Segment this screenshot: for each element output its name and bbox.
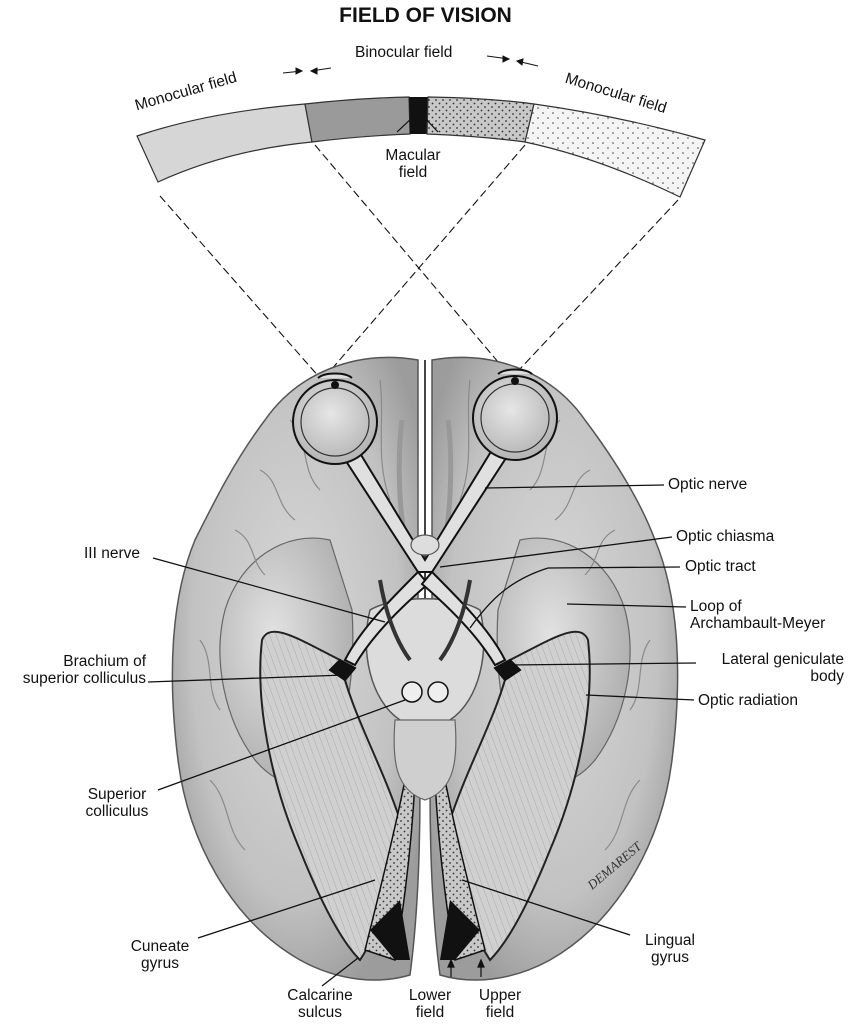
label-optic-tract: Optic tract bbox=[685, 558, 756, 575]
macular-pointer-lines bbox=[396, 115, 439, 133]
macular-band bbox=[409, 97, 428, 134]
binocular-field-arrows bbox=[282, 55, 539, 75]
leader-calcarine bbox=[321, 957, 359, 987]
leader-optic-radiation bbox=[585, 694, 695, 701]
leader-loop bbox=[566, 603, 687, 608]
left-optic-radiation bbox=[259, 630, 402, 962]
leader-optic-nerve bbox=[484, 484, 665, 489]
monocular-field-right-band bbox=[524, 103, 706, 198]
visual-field-arc bbox=[136, 96, 706, 198]
right-optic-radiation bbox=[448, 630, 591, 962]
label-optic-chiasma: Optic chiasma bbox=[676, 528, 775, 545]
projection-lines bbox=[159, 144, 679, 396]
right-eye bbox=[472, 368, 558, 461]
brain-illustration bbox=[171, 356, 679, 981]
label-optic-nerve: Optic nerve bbox=[668, 476, 748, 493]
leader-cuneate bbox=[197, 879, 376, 939]
label-optic-radiation: Optic radiation bbox=[698, 692, 798, 709]
field-arrows bbox=[447, 958, 485, 977]
label-iii-nerve: III nerve bbox=[84, 545, 140, 562]
label-binocular-field: Binocular field bbox=[355, 44, 453, 61]
leader-brachium bbox=[147, 674, 346, 683]
leader-lgb bbox=[509, 662, 697, 666]
leader-optic-tract-2 bbox=[469, 567, 549, 629]
binocular-field-right-band bbox=[426, 96, 535, 143]
leader-optic-tract bbox=[547, 566, 681, 569]
leader-lingual bbox=[461, 879, 631, 936]
page-title: FIELD OF VISION bbox=[339, 4, 512, 27]
left-eye bbox=[292, 372, 378, 465]
leader-iii-nerve bbox=[152, 557, 386, 623]
leader-superior-colliculus bbox=[157, 699, 406, 791]
monocular-field-left-band bbox=[136, 103, 313, 183]
leader-optic-chiasma bbox=[439, 536, 673, 568]
binocular-field-left-band bbox=[304, 96, 411, 143]
leader-lines bbox=[147, 484, 697, 987]
